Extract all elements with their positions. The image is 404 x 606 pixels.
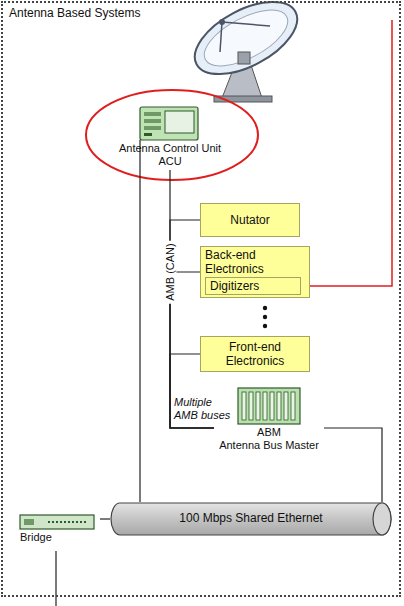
bus-connector — [100, 518, 110, 519]
device-node: Bridge — [14, 512, 100, 546]
node-title: Bridge — [20, 531, 96, 544]
node-title: 100 Mbps Shared Ethernet — [124, 511, 378, 525]
process-box: Digitizers — [205, 277, 301, 295]
process-box: Front-end Electronics — [200, 336, 310, 372]
process-box: Nutator — [200, 203, 300, 237]
node-subtitle: ACU — [114, 155, 226, 168]
system-region: Antenna Based SystemsAntenna Control Uni… — [1, 1, 401, 597]
ellipsis-dots — [263, 306, 267, 328]
bus-note: Multiple AMB buses — [174, 396, 232, 422]
ethernet-cylinder: 100 Mbps Shared Ethernet — [110, 502, 392, 536]
abm-icon — [238, 388, 300, 424]
device-node: Antenna Control UnitACU — [112, 104, 228, 170]
node-subtitle: Antenna Bus Master — [216, 439, 322, 452]
dish-antenna — [183, 0, 308, 102]
node-title: ABM — [216, 426, 322, 439]
bus-label: AMB (CAN) — [164, 240, 177, 303]
device-node: ABMAntenna Bus Master — [214, 386, 324, 454]
node-title: Antenna Based Systems — [9, 6, 393, 20]
bridge-icon — [20, 515, 94, 529]
digitizer-wire — [302, 20, 392, 286]
node-title: Nutator — [205, 213, 295, 227]
node-title: Digitizers — [210, 279, 296, 293]
bus-connector — [139, 140, 140, 502]
node-title: Front-end Electronics — [205, 340, 305, 368]
bus-connector — [324, 428, 382, 502]
bridge-wire — [55, 551, 56, 606]
node-title: Antenna Control Unit — [114, 142, 226, 155]
process-box: Back-end ElectronicsDigitizers — [200, 246, 310, 298]
node-title: Back-end Electronics — [205, 248, 305, 276]
highlight-ellipse — [86, 90, 258, 180]
acu-icon — [140, 107, 198, 140]
